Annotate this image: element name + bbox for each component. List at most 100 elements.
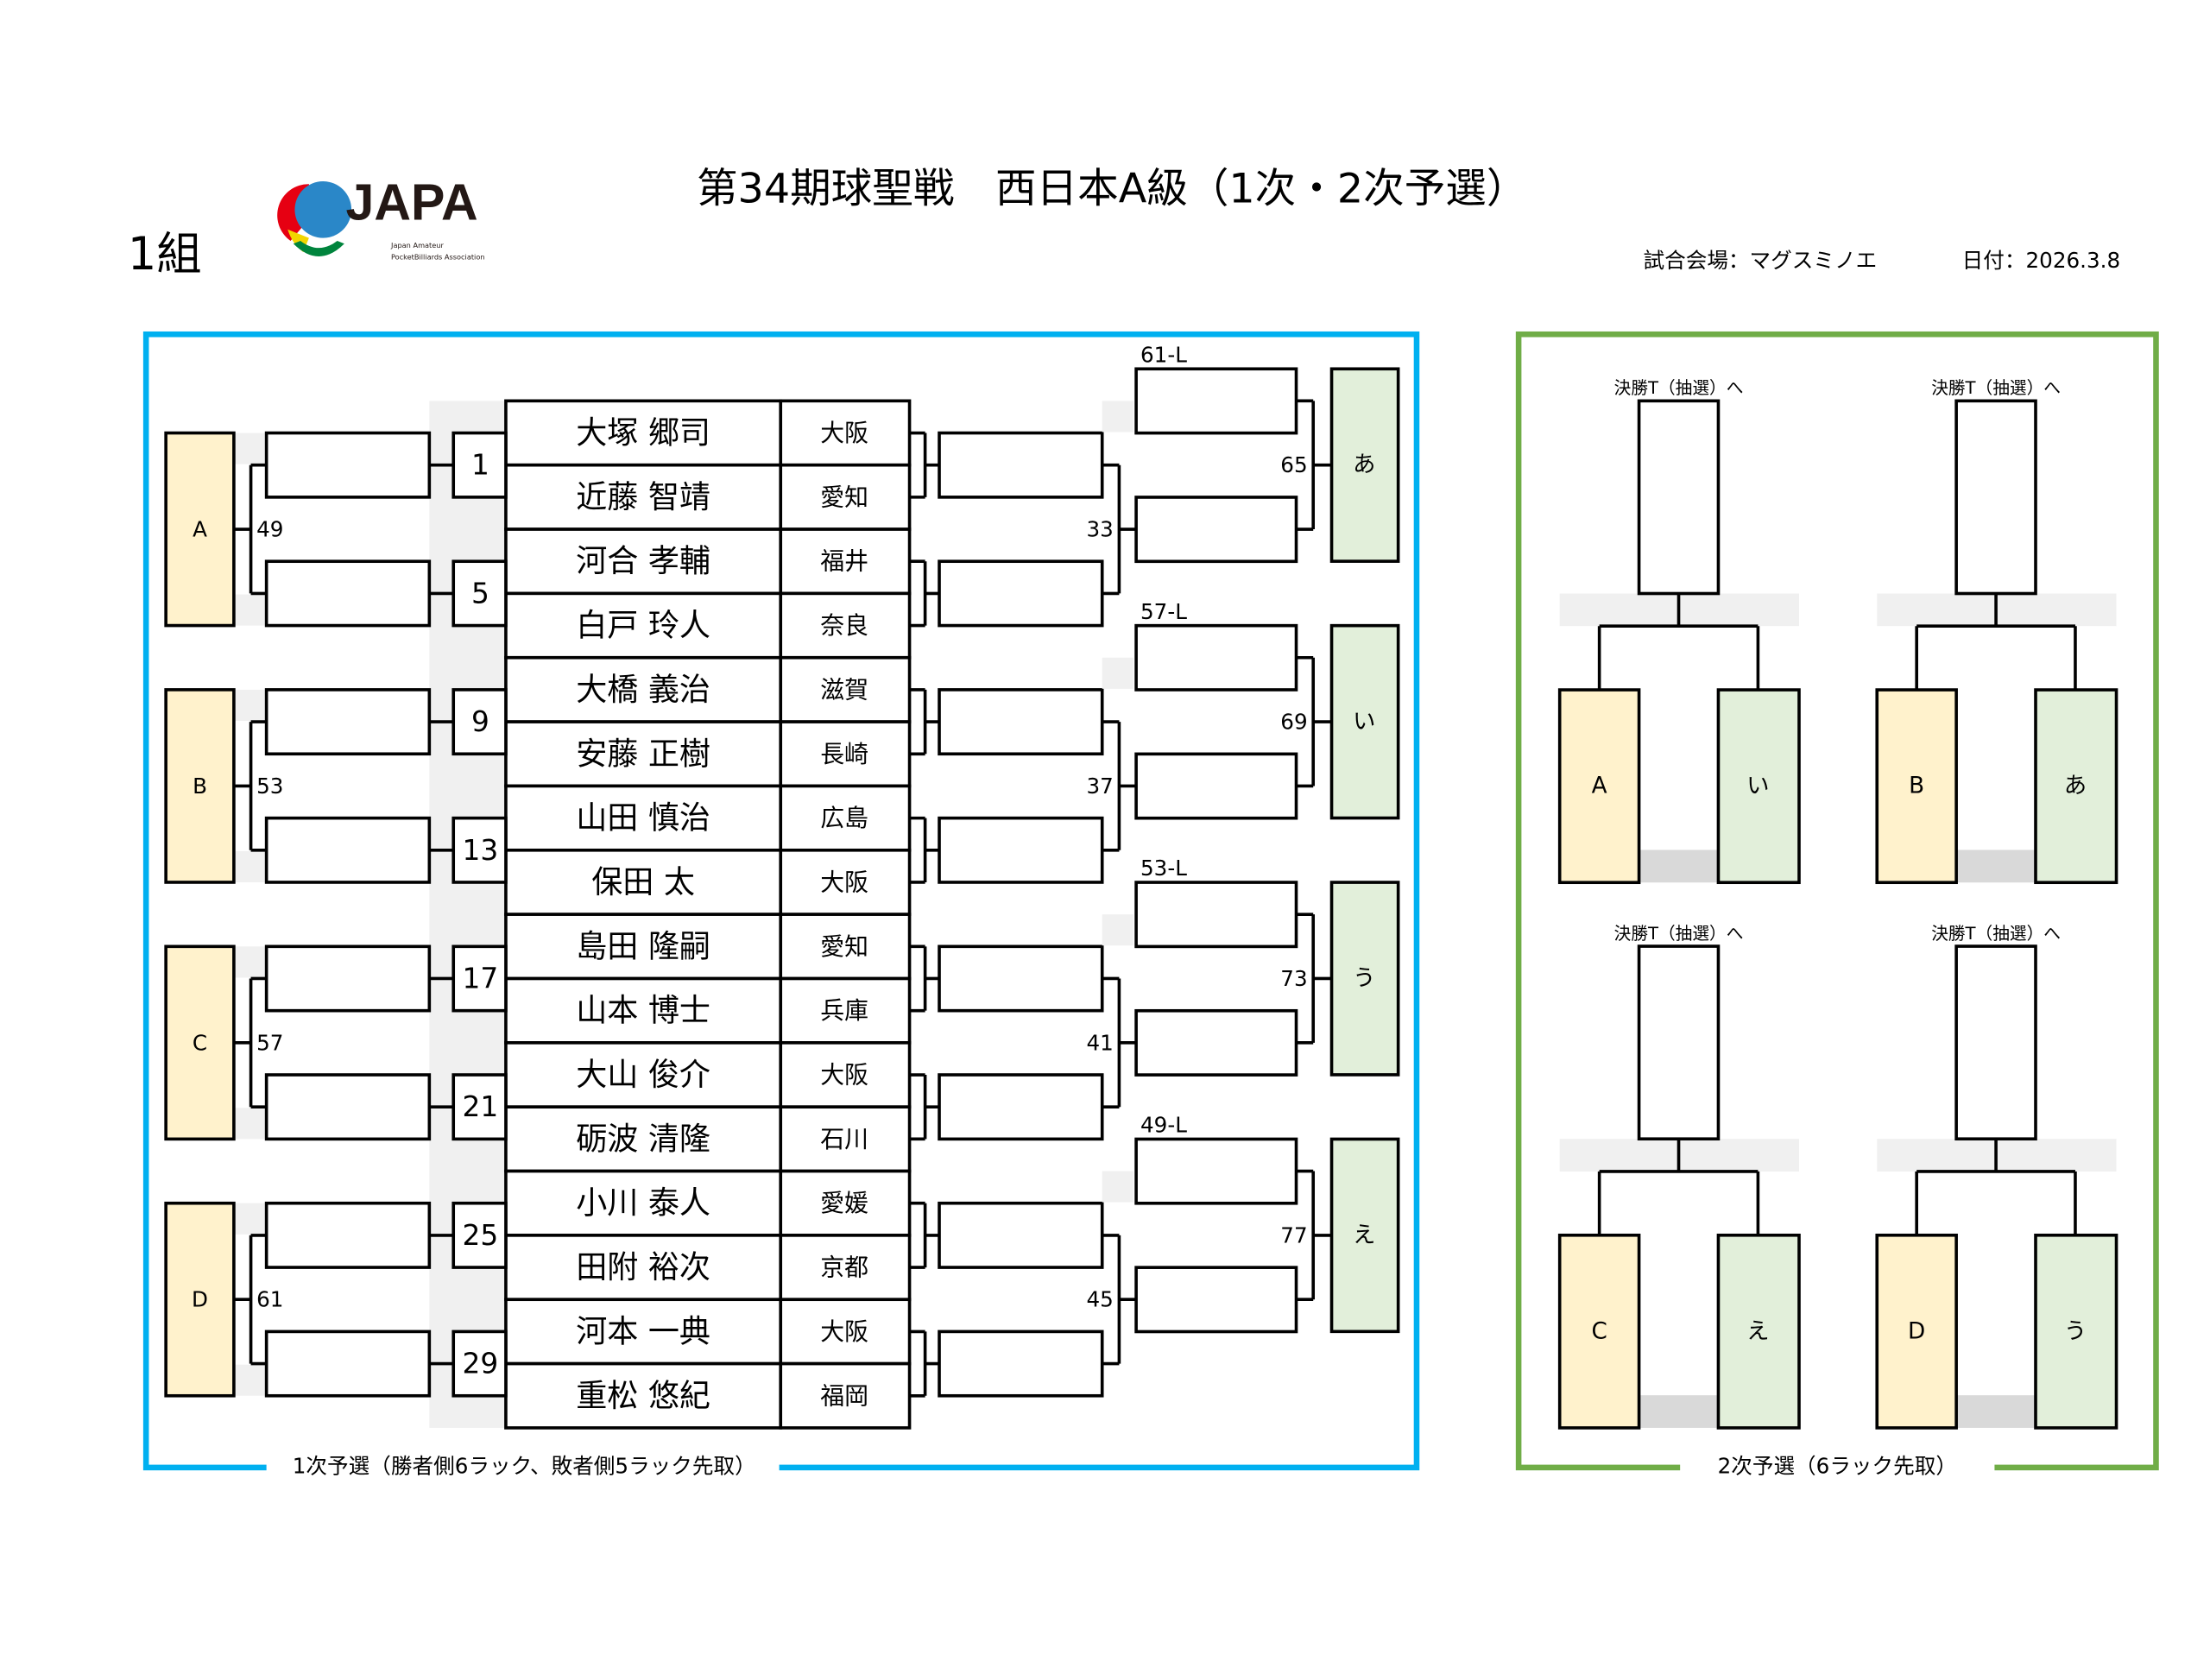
player-prefecture: 大阪 [820, 1317, 868, 1346]
player-name: 白戸 玲人 [576, 608, 710, 644]
loser-from-label: 49-L [1140, 1113, 1187, 1138]
left-slot-label: C [1591, 1318, 1607, 1344]
loser-final-number: 73 [1280, 966, 1307, 991]
player-pref-cell [779, 976, 912, 1045]
player-prefecture: 福井 [820, 547, 868, 576]
player-name-cell [504, 720, 783, 788]
winner-match-number: 61 [256, 1287, 283, 1312]
logo-blue-circle [294, 181, 352, 238]
right-slot-label: え [1746, 1318, 1769, 1344]
loser-from-box [1134, 1137, 1298, 1205]
player-name: 大橋 義治 [576, 672, 710, 708]
advance-label: 決勝T（抽選）へ [1931, 378, 2061, 398]
loser-slot-box [1329, 881, 1400, 1077]
shade-patch [233, 689, 267, 722]
seed-number: 17 [463, 962, 499, 995]
shade-patch [233, 1108, 267, 1140]
player-name: 島田 隆嗣 [576, 928, 710, 964]
player-pref-cell [779, 848, 912, 916]
seed-number: 13 [463, 834, 499, 867]
date-label: 日付：2026.3.8 [1962, 248, 2120, 273]
loser-slot-label: あ [1353, 452, 1375, 478]
advance-box [1954, 399, 2037, 596]
player-name: 安藤 正樹 [576, 736, 710, 772]
loser-result-box [938, 816, 1104, 884]
player-prefecture: 大阪 [820, 868, 868, 896]
winner-match-number: 49 [256, 517, 283, 542]
winner-slot-label: B [193, 774, 207, 799]
round1-bracket: 大塚 郷司大阪近藤 智靖愛知河合 孝輔福井白戸 玲人奈良大橋 義治滋賀安藤 正樹… [164, 342, 1400, 1430]
loser-advance-box [1134, 1266, 1298, 1334]
japa-logo: JAPA Japan Amateur PocketBilliards Assoc… [277, 174, 485, 261]
shade-strip [429, 401, 506, 1428]
winner-slot-box [1875, 688, 1958, 885]
loser-result-box [938, 1329, 1104, 1398]
player-pref-cell [779, 784, 912, 852]
shade-band [1956, 849, 2036, 883]
round1-label-bg [266, 1450, 780, 1482]
loser-final-number: 69 [1280, 710, 1307, 735]
left-slot-label: D [1908, 1318, 1925, 1344]
round1-frame [142, 331, 1420, 1471]
player-name: 山本 博士 [576, 993, 710, 1029]
shade-patch [233, 594, 267, 626]
player-pref-cell [779, 655, 912, 723]
player-name: 河本 一典 [576, 1313, 710, 1349]
winner-result-box [264, 688, 432, 756]
loser-slot-box [1329, 367, 1400, 563]
player-name: 保田 太 [591, 864, 695, 900]
loser-from-box [1134, 623, 1298, 692]
player-name: 砺波 清隆 [576, 1121, 710, 1157]
right-slot-label: あ [2064, 774, 2087, 799]
player-name: 重松 悠紀 [576, 1378, 710, 1414]
loser-result-box [938, 431, 1104, 499]
player-prefecture: 奈良 [820, 611, 868, 640]
seed-number: 29 [463, 1348, 499, 1380]
seed-number: 9 [471, 705, 489, 738]
winner-result-box [264, 559, 432, 628]
seed-number: 25 [463, 1219, 499, 1252]
player-prefecture: 滋賀 [820, 675, 868, 704]
winner-slot-box [164, 431, 236, 628]
loser-result-box [938, 688, 1104, 756]
player-pref-cell [779, 1041, 912, 1108]
winner-match-number: 53 [256, 774, 283, 799]
shade-band [1639, 1395, 1719, 1428]
advance-label: 決勝T（抽選）へ [1614, 378, 1744, 398]
winner-slot-box [1557, 1233, 1641, 1430]
loser-slot-box [1329, 623, 1400, 820]
round2-match: 決勝T（抽選）へ C え [1557, 924, 1801, 1430]
loser-slot-box [1716, 1233, 1801, 1430]
logo-subtext-2: PocketBilliards Association [391, 252, 485, 261]
loser-from-label: 61-L [1140, 342, 1187, 367]
player-name: 田附 裕次 [576, 1249, 710, 1285]
winner-match-number: 57 [256, 1030, 283, 1055]
advance-box [1637, 944, 1721, 1141]
loser-advance-box [1134, 752, 1298, 820]
loser-advance-box [1134, 496, 1298, 564]
loser-from-box [1134, 881, 1298, 949]
shade-band [1956, 1395, 2036, 1428]
seed-box [451, 431, 508, 499]
loser-result-box [938, 944, 1104, 1013]
loser-slot-label: う [1353, 965, 1375, 991]
logo-green-arc [293, 240, 344, 256]
winner-slot-label: D [192, 1287, 208, 1312]
loser-from-label: 53-L [1140, 856, 1187, 881]
loser-slot-box [2034, 1233, 2118, 1430]
advance-label: 決勝T（抽選）へ [1614, 924, 1744, 944]
winner-slot-label: C [193, 1030, 207, 1055]
loser-slot-box [1329, 1137, 1400, 1334]
loser-match-number: 41 [1087, 1030, 1114, 1055]
player-pref-cell [779, 913, 912, 981]
winner-result-box [264, 1329, 432, 1398]
seed-box [451, 1073, 508, 1141]
player-pref-cell [779, 1169, 912, 1237]
loser-result-box [938, 1201, 1104, 1269]
player-prefecture: 愛知 [820, 483, 868, 511]
player-prefecture: 兵庫 [820, 996, 868, 1025]
player-prefecture: 長崎 [820, 740, 868, 768]
player-name: 小川 泰人 [576, 1185, 710, 1222]
